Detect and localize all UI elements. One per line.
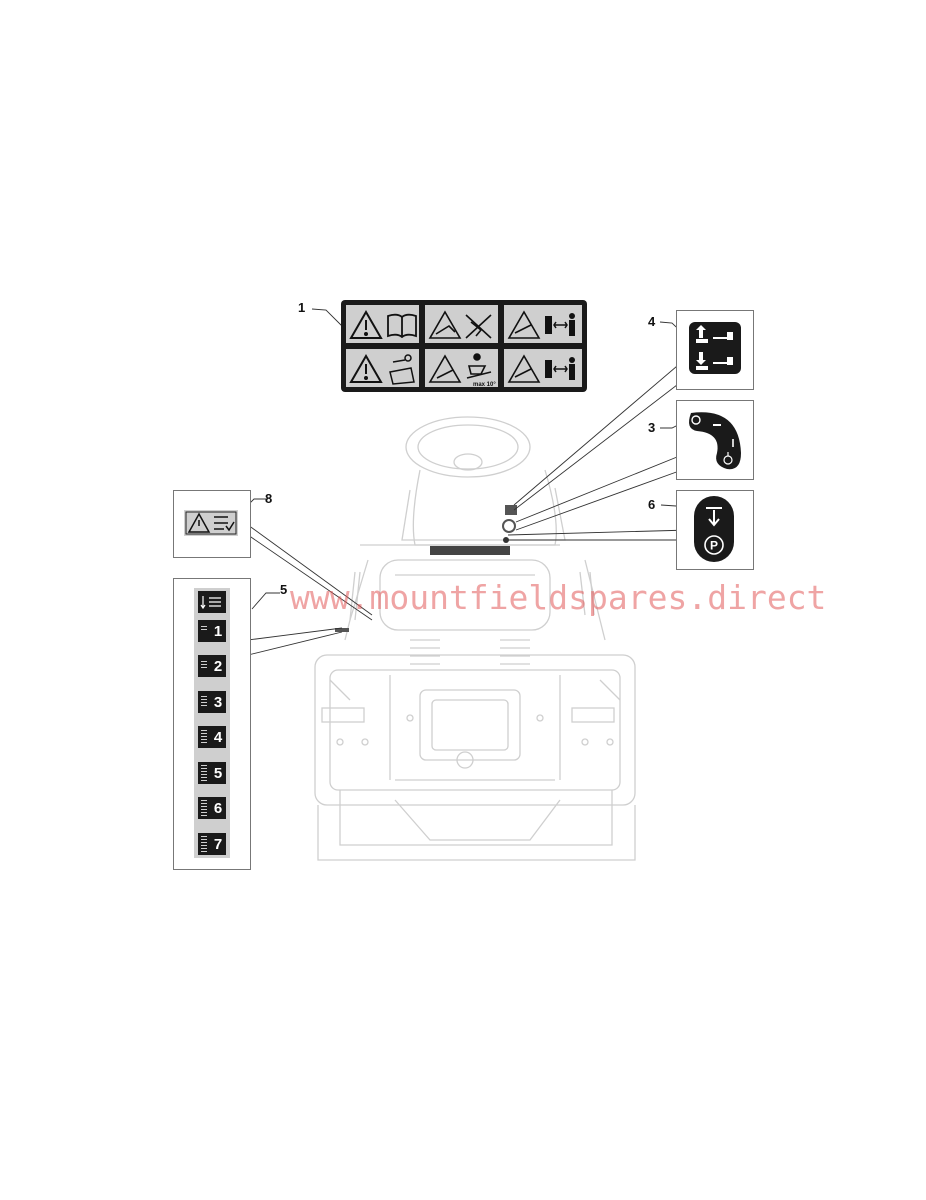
thrown-object-icon	[428, 310, 492, 339]
brake-down-icon	[706, 507, 722, 527]
gear-number-5: 5	[214, 765, 222, 782]
choke-icon	[723, 452, 733, 465]
gear-number-3: 3	[214, 694, 222, 711]
warning-triangle-icon	[349, 309, 383, 383]
keep-distance-icon	[507, 310, 541, 383]
choke-decal-box	[676, 400, 754, 480]
max-slope-label: max 10°	[473, 382, 496, 388]
gear-tile-5	[198, 762, 226, 784]
slope-tip-icon	[428, 353, 492, 383]
gear-tile-7	[198, 833, 226, 855]
gear-number-7: 7	[214, 836, 222, 853]
callout-8: 8	[265, 491, 273, 506]
parking-brake-icon: P	[704, 535, 724, 555]
watermark: www.mountfieldspares.direct	[290, 578, 827, 617]
callout-3: 3	[648, 420, 656, 435]
callout-6: 6	[648, 497, 656, 512]
gear-tile-2	[198, 655, 226, 677]
parking-brake-decal: P	[694, 496, 734, 562]
gear-number-2: 2	[214, 658, 222, 675]
key-remove-icon	[389, 354, 415, 385]
callout-5: 5	[280, 582, 288, 597]
manual-book-icon	[387, 313, 417, 339]
gear-tile-1	[198, 620, 226, 642]
warning-decal-8	[184, 510, 238, 536]
throttle-slow-icon	[696, 352, 733, 370]
gear-tile-6	[198, 797, 226, 819]
callout-4: 4	[648, 314, 656, 329]
throttle-fast-icon	[696, 325, 733, 343]
choke-decal	[689, 412, 741, 470]
throttle-decal	[689, 322, 741, 374]
gear-number-6: 6	[214, 800, 222, 817]
gear-tiles: 1 2 3 4 5 6 7	[198, 620, 226, 855]
callout-1: 1	[298, 300, 306, 315]
safety-warning-decal: max 10°	[341, 300, 587, 392]
svg-text:P: P	[710, 539, 718, 553]
gear-number-1: 1	[214, 623, 222, 640]
gear-number-4: 4	[214, 729, 223, 746]
